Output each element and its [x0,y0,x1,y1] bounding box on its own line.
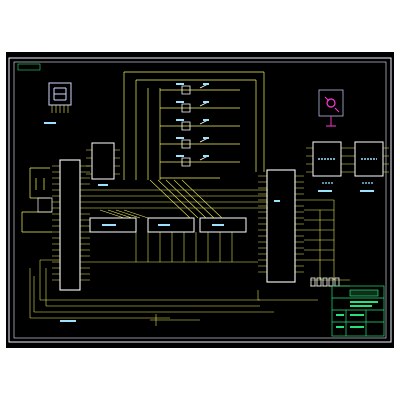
sheet-border-inner [13,61,387,339]
ic-middle-1 [89,217,137,233]
switch-ladder [123,71,265,180]
switch-components [181,83,209,167]
ic-8pin-right [348,141,389,184]
title-block-text-rows [336,301,378,328]
sheet-border-outer [8,57,392,343]
ic-middle-3 [199,217,247,233]
drawing-sheet [6,52,394,348]
ic-middle-2 [147,217,195,233]
ic-8pin-left [306,141,348,184]
sheet-tag [17,63,41,71]
mcu-right-pins [258,175,304,273]
led-indicator [318,89,344,127]
microcontroller-right [266,169,296,283]
display-pins [51,105,69,113]
crystal-circuit [21,167,53,233]
resistor-network [310,277,340,287]
mcu-left-pins [52,165,90,281]
component-labels [44,122,374,322]
microcontroller-left [59,159,81,291]
switch-pin-labels [176,83,209,157]
signal-bus [29,179,350,326]
ic-small-top [86,142,120,180]
title-block [331,285,385,337]
